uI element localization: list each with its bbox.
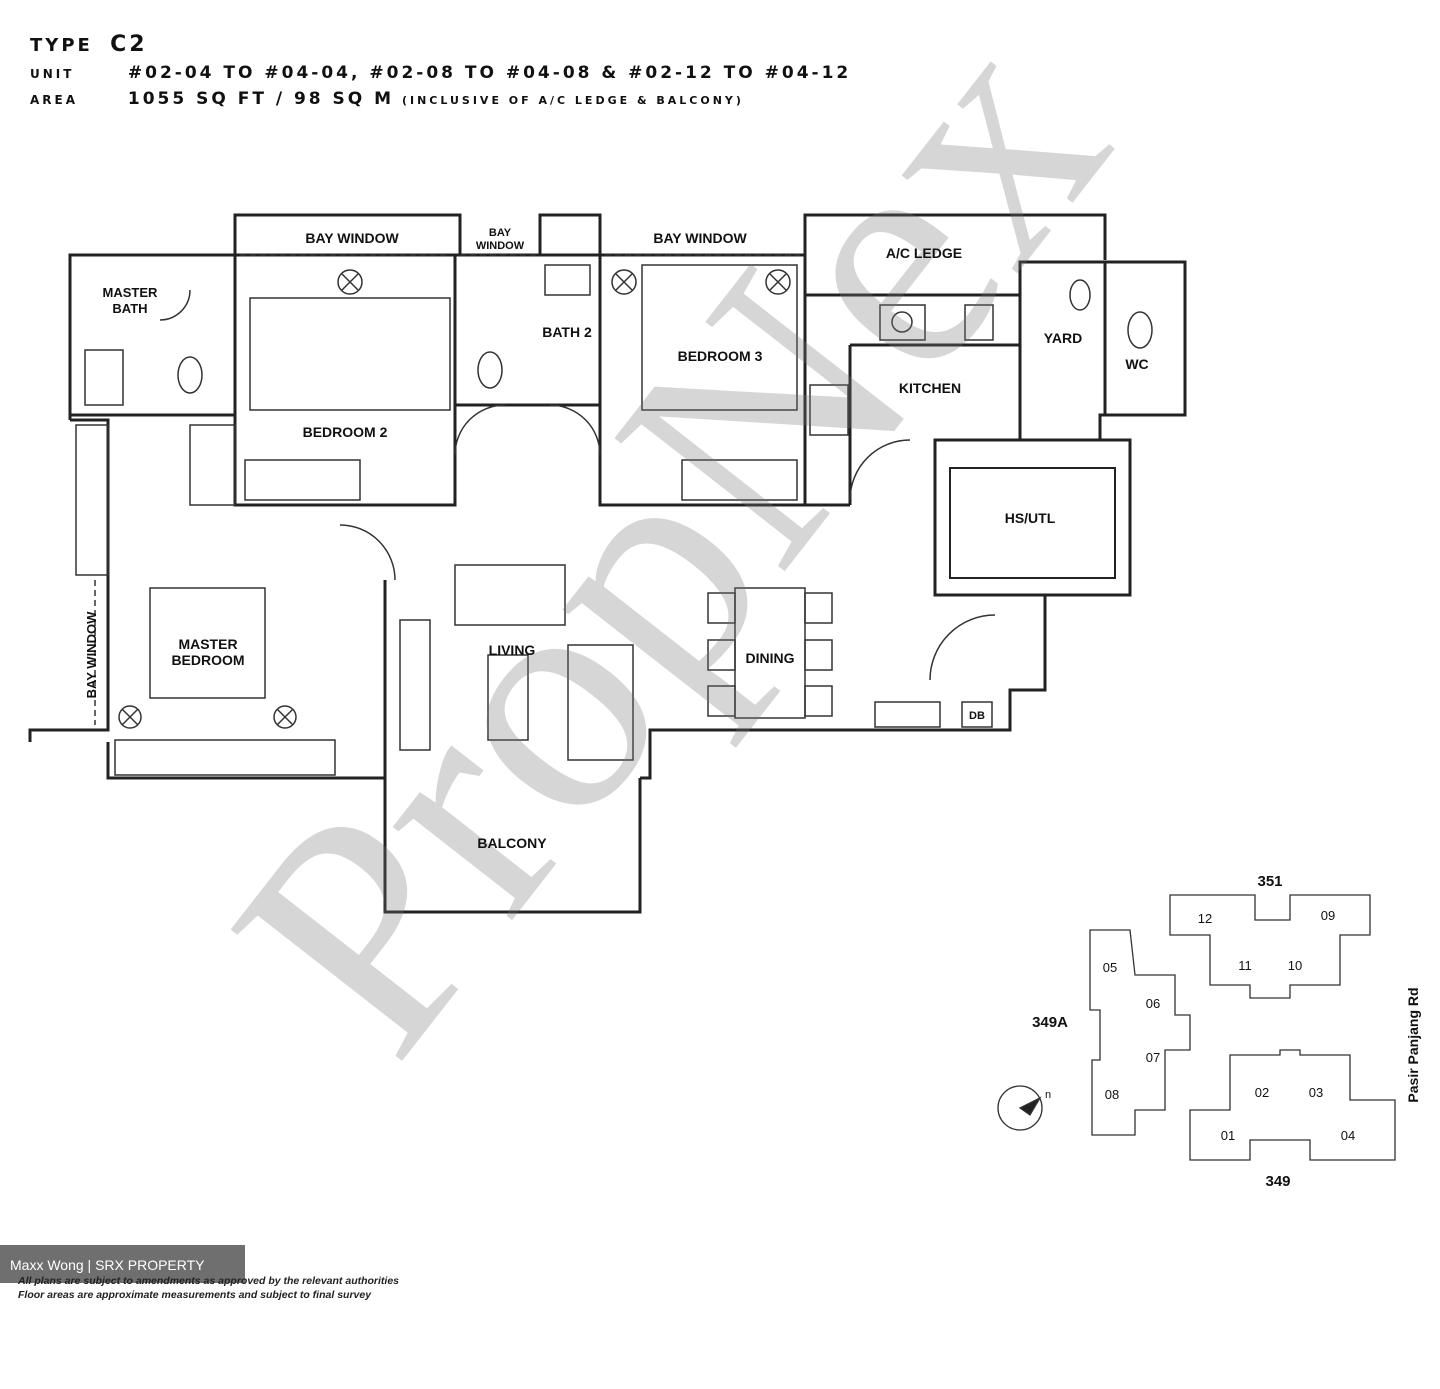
key-unit-10: 10: [1288, 958, 1302, 973]
label-yard: YARD: [1044, 330, 1082, 346]
label-bay-window-3: BAY WINDOW: [653, 230, 747, 246]
key-plan: 351 349A 349 12 09 11 10 05 06 07 08 02 …: [997, 873, 1421, 1190]
label-kitchen: KITCHEN: [899, 380, 961, 396]
key-unit-04: 04: [1341, 1128, 1355, 1143]
plan-header: TYPE C2 UNIT #02-04 TO #04-04, #02-08 TO…: [30, 32, 851, 109]
label-bay-window-2b: WINDOW: [476, 240, 525, 252]
type-code: C2: [110, 32, 148, 57]
label-wc: WC: [1125, 356, 1148, 372]
label-master-bath-2: BATH: [112, 301, 147, 316]
label-master-bath-1: MASTER: [103, 285, 159, 300]
disclaimer-line-1: All plans are subject to amendments as a…: [18, 1275, 400, 1287]
area-row: AREA 1055 SQ FT / 98 SQ M (INCLUSIVE OF …: [30, 89, 851, 109]
credit-banner: Maxx Wong | SRX PROPERTY: [0, 1245, 245, 1283]
label-bedroom-2: BEDROOM 2: [303, 424, 388, 440]
label-living: LIVING: [489, 642, 536, 658]
key-unit-03: 03: [1309, 1085, 1323, 1100]
label-hs-utl: HS/UTL: [1005, 510, 1056, 526]
label-bath-2: BATH 2: [542, 324, 592, 340]
watermark: PropNex: [164, 0, 1174, 1114]
key-north: n: [1045, 1089, 1051, 1101]
walls: [28, 213, 1187, 914]
area-label: AREA: [30, 93, 79, 107]
key-block-351: 351: [1257, 873, 1282, 890]
unit-label: UNIT: [30, 67, 75, 81]
key-unit-06: 06: [1146, 996, 1160, 1011]
unit-row: UNIT #02-04 TO #04-04, #02-08 TO #04-08 …: [30, 63, 851, 83]
key-unit-08: 08: [1105, 1087, 1119, 1102]
key-block-349a: 349A: [1032, 1014, 1068, 1031]
key-unit-01: 01: [1221, 1128, 1235, 1143]
label-ac-ledge: A/C LEDGE: [886, 245, 962, 261]
fixtures: [75, 254, 1153, 776]
label-bay-window-2: BAY: [489, 227, 512, 239]
disclaimer-line-2: Floor areas are approximate measurements…: [18, 1289, 372, 1301]
unit-value: #02-04 TO #04-04, #02-08 TO #04-08 & #02…: [127, 63, 852, 83]
label-master-bedroom-1: MASTER: [178, 636, 237, 652]
key-unit-12: 12: [1198, 911, 1212, 926]
key-unit-05: 05: [1103, 960, 1117, 975]
disclaimer: All plans are subject to amendments as a…: [18, 1274, 399, 1302]
label-bay-window-side: BAY WINDOW: [84, 611, 99, 698]
key-unit-09: 09: [1321, 908, 1335, 923]
type-line: TYPE C2: [30, 32, 851, 57]
label-master-bedroom-2: BEDROOM: [171, 652, 244, 668]
area-value: 1055 SQ FT / 98 SQ M: [127, 89, 395, 109]
room-labels: BAY WINDOW BAY WINDOW BAY WINDOW A/C LED…: [84, 227, 1149, 851]
key-unit-07: 07: [1146, 1050, 1160, 1065]
key-road: Pasir Panjang Rd: [1405, 987, 1421, 1102]
area-note: (INCLUSIVE OF A/C LEDGE & BALCONY): [401, 94, 744, 107]
key-unit-11: 11: [1238, 958, 1252, 973]
key-block-349: 349: [1265, 1173, 1290, 1190]
type-label: TYPE: [30, 35, 93, 56]
label-balcony: BALCONY: [477, 835, 547, 851]
key-unit-02: 02: [1255, 1085, 1269, 1100]
label-dining: DINING: [746, 650, 795, 666]
label-db: DB: [969, 710, 985, 722]
label-bay-window-1: BAY WINDOW: [305, 230, 399, 246]
label-bedroom-3: BEDROOM 3: [678, 348, 763, 364]
